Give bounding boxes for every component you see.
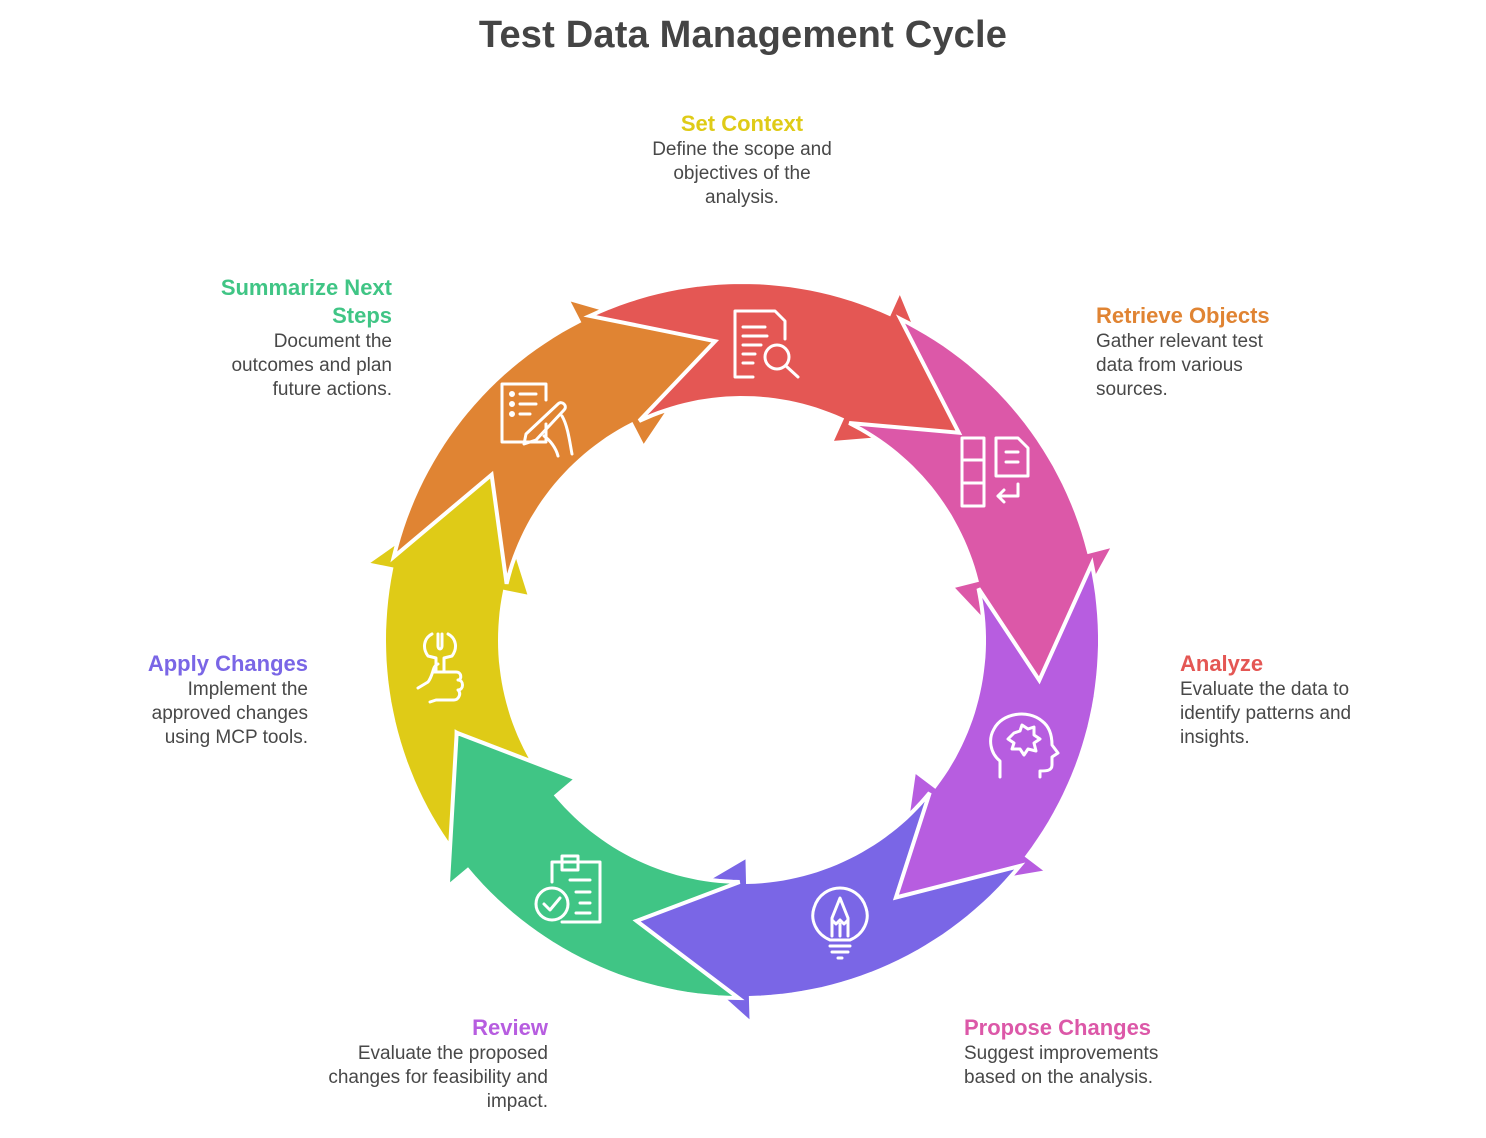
clipboard-check-icon <box>530 850 610 930</box>
step-title: Retrieve Objects <box>1096 303 1270 328</box>
step-description: Evaluate the data to identify patterns a… <box>1180 679 1352 748</box>
step-title: Analyze <box>1180 651 1264 676</box>
step-title: Summarize Next Steps <box>220 275 392 328</box>
step-description: Implement the approved changes using MCP… <box>151 679 308 748</box>
step-propose-changes: Propose Changes Suggest improvements bas… <box>964 1014 1174 1090</box>
cycle-arrow-propose-changes <box>848 314 1119 684</box>
step-retrieve-objects: Retrieve Objects Gather relevant test da… <box>1096 302 1296 402</box>
data-retrieve-icon <box>956 432 1036 512</box>
diagram-title: Test Data Management Cycle <box>478 14 1008 56</box>
wrench-hand-icon <box>408 628 488 708</box>
step-title: Review <box>472 1015 548 1040</box>
cycle-arrow-review <box>893 557 1102 900</box>
step-description: Suggest improvements based on the analys… <box>964 1043 1159 1088</box>
step-title: Propose Changes <box>964 1015 1152 1040</box>
step-set-context: Set Context Define the scope and objecti… <box>617 110 867 210</box>
step-description: Define the scope and objectives of the a… <box>652 139 832 208</box>
step-review: Review Evaluate the proposed changes for… <box>318 1014 548 1114</box>
cycle-arrow-retrieve-objects <box>390 295 719 585</box>
step-description: Document the outcomes and plan future ac… <box>231 331 392 400</box>
lightbulb-pencil-icon <box>800 880 880 960</box>
document-search-icon <box>727 305 807 385</box>
step-title: Apply Changes <box>147 651 308 676</box>
step-analyze: Analyze Evaluate the data to identify pa… <box>1180 650 1390 750</box>
step-description: Gather relevant test data from various s… <box>1096 331 1263 400</box>
step-title: Set Context <box>680 111 804 136</box>
step-summarize-next-steps: Summarize Next Steps Document the outcom… <box>192 274 392 402</box>
head-puzzle-icon <box>986 705 1066 785</box>
step-description: Evaluate the proposed changes for feasib… <box>328 1043 548 1112</box>
step-apply-changes: Apply Changes Implement the approved cha… <box>118 650 308 750</box>
cycle-arrow-apply-changes <box>633 791 1026 1029</box>
document-sign-icon <box>496 378 576 458</box>
cycle-arrow-analyze <box>583 279 962 446</box>
cycle-arrow-summarize-next-steps <box>445 729 745 1001</box>
